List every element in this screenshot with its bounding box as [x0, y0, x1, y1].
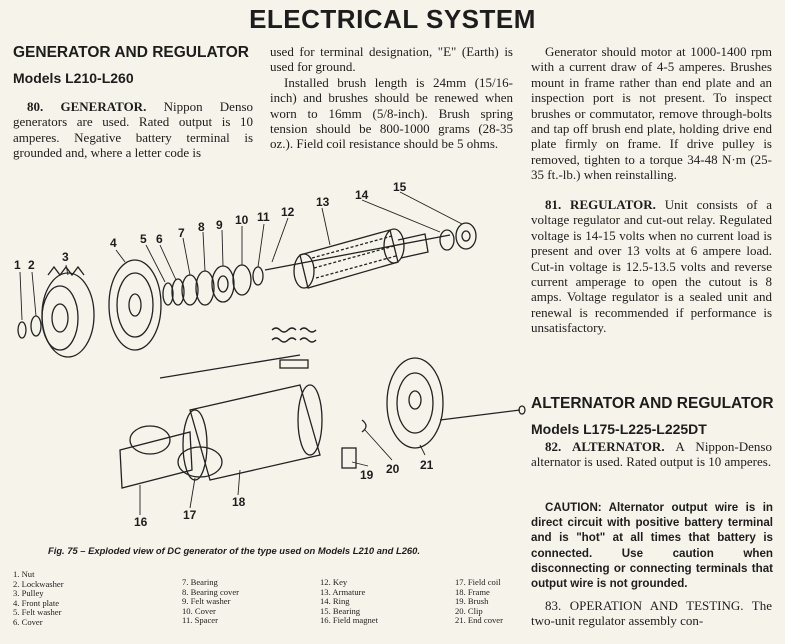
callout-10: 10 — [235, 213, 249, 227]
callout-19: 19 — [360, 468, 374, 482]
legend-item: 21. End cover — [455, 615, 503, 626]
middle-text-1: used for terminal designation, "E" (Eart… — [270, 44, 513, 75]
legend-item: 5. Felt washer — [13, 607, 62, 618]
nut-part — [17, 321, 27, 339]
callout-5: 5 — [140, 232, 147, 246]
legend-col-3: 12. Key 13. Armature 14. Ring 15. Bearin… — [320, 577, 378, 626]
callout-21: 21 — [420, 458, 434, 472]
legend-item: 3. Pulley — [13, 588, 44, 599]
middle-text-2: Installed brush length is 24mm (15/16-in… — [270, 74, 513, 152]
legend-item: 15. Bearing — [320, 605, 361, 616]
legend-item: 7. Bearing — [182, 577, 218, 587]
callout-14: 14 — [355, 188, 369, 202]
legend-item: 14. Ring — [320, 596, 350, 607]
para81-lead: 81. REGULATOR. — [545, 197, 656, 212]
alternator-models: Models L175-L225-L225DT — [531, 421, 707, 437]
frame-part — [159, 354, 323, 481]
legend-item: 18. Frame — [455, 586, 490, 597]
page-title: ELECTRICAL SYSTEM — [249, 4, 536, 34]
legend-item: 12. Key — [320, 577, 348, 587]
callout-4: 4 — [110, 236, 117, 250]
clip-part — [361, 419, 367, 433]
section-heading: GENERATOR AND REGULATOR — [13, 44, 249, 61]
callout-11: 11 — [257, 210, 270, 224]
bearing-part — [455, 222, 477, 250]
legend-item: 10. Cover — [182, 605, 216, 616]
alternator-heading: ALTERNATOR AND REGULATOR — [531, 395, 774, 412]
legend-item: 8. Bearing cover — [182, 586, 240, 597]
legend-item: 11. Spacer — [182, 615, 218, 626]
legend-item: 20. Clip — [455, 605, 483, 616]
callout-2: 2 — [28, 258, 35, 272]
paragraph-83: 83. OPERATION AND TESTING. The two-unit … — [531, 598, 772, 629]
legend-item: 2. Lockwasher — [13, 578, 64, 589]
field-coil-part — [129, 425, 171, 455]
end-cover-part — [386, 357, 444, 449]
legend-col-1: 1. Nut 2. Lockwasher 3. Pulley 4. Front … — [13, 569, 64, 628]
middle-text: used for terminal designation, "E" (Eart… — [270, 44, 513, 152]
pulley-part — [41, 265, 95, 358]
legend-col-4: 17. Field coil 18. Frame 19. Brush 20. C… — [455, 577, 503, 626]
legend-item: 1. Nut — [13, 569, 35, 579]
paragraph-80: 80. GENERATOR. Nippon Denso generators a… — [13, 99, 253, 161]
models-heading: Models L210-L260 — [13, 70, 134, 86]
callout-18: 18 — [232, 495, 246, 509]
legend-item: 17. Field coil — [455, 577, 501, 587]
para80-lead: 80. GENERATOR. — [27, 99, 147, 114]
legend-item: 16. Field magnet — [320, 615, 378, 626]
legend-item: 6. Cover — [13, 616, 43, 627]
field-magnet-part — [119, 431, 193, 489]
legend-item: 9. Felt washer — [182, 596, 231, 607]
callout-16: 16 — [134, 515, 148, 529]
callout-7: 7 — [178, 226, 185, 240]
armature-part — [264, 228, 451, 289]
brush-springs — [271, 327, 317, 369]
through-bolt — [439, 409, 521, 421]
callout-15: 15 — [393, 180, 407, 194]
callout-3: 3 — [62, 250, 69, 264]
para82-text: A Nippon-Denso alternator is used. Rated… — [531, 439, 772, 470]
ring-part — [439, 229, 455, 251]
legend-item: 4. Front plate — [13, 597, 60, 608]
callout-13: 13 — [316, 195, 330, 209]
para82-lead: 82. ALTERNATOR. — [545, 439, 665, 454]
callout-12: 12 — [281, 205, 295, 219]
para81-text: Unit consists of a voltage regulator and… — [531, 197, 773, 336]
caution-note: CAUTION: Alternator output wire is in di… — [531, 501, 773, 591]
legend-item: 19. Brush — [455, 596, 489, 607]
para80-text: Nippon Denso generators are used. Rated … — [13, 99, 254, 161]
right-text-1: Generator should motor at 1000-1400 rpm … — [531, 44, 772, 183]
callout-17: 17 — [183, 508, 197, 522]
figure-caption: Fig. 75 – Exploded view of DC generator … — [48, 545, 420, 556]
callout-6: 6 — [156, 232, 163, 246]
callout-20: 20 — [386, 462, 400, 476]
paragraph-82: 82. ALTERNATOR. A Nippon-Denso alternato… — [531, 439, 772, 470]
callout-8: 8 — [198, 220, 205, 234]
callout-9: 9 — [216, 218, 223, 232]
callout-1: 1 — [14, 258, 21, 272]
legend-col-2: 7. Bearing 8. Bearing cover 9. Felt wash… — [182, 577, 240, 626]
brush-part — [341, 447, 357, 469]
legend-item: 13. Armature — [320, 586, 366, 597]
paragraph-81: 81. REGULATOR. Unit consists of a voltag… — [531, 197, 772, 336]
front-plate-part — [108, 259, 162, 351]
lockwasher-part — [30, 315, 42, 337]
